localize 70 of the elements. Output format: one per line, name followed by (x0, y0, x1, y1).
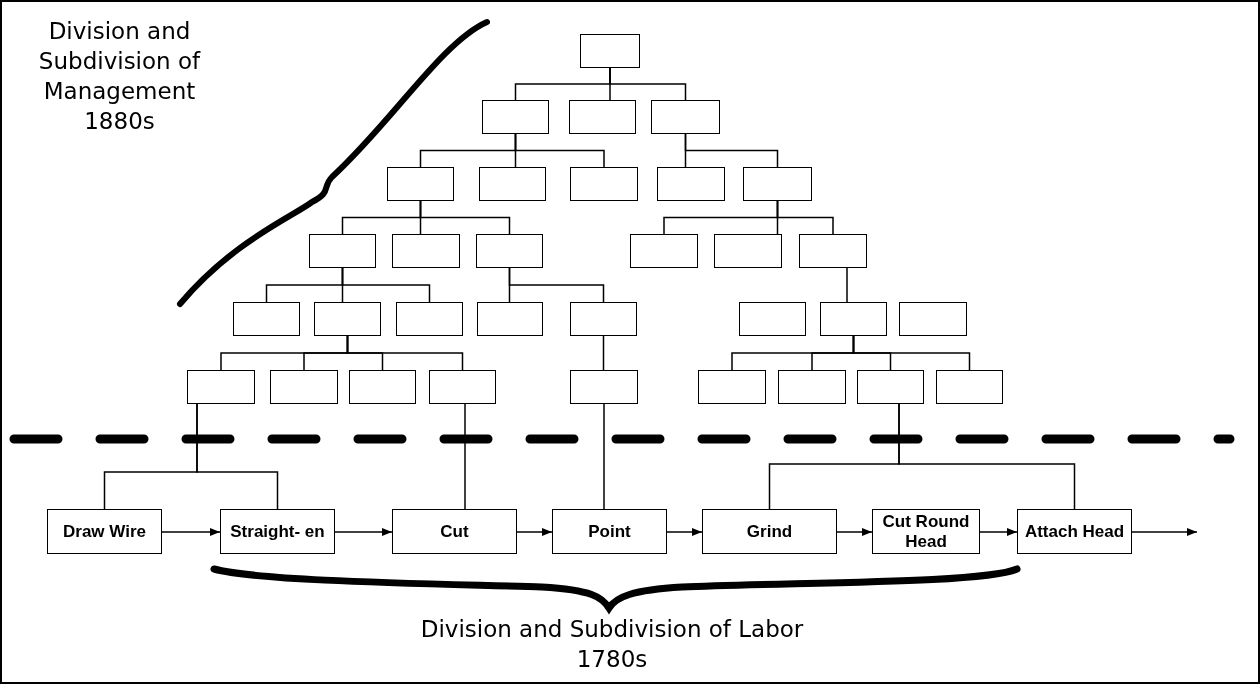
process-box (220, 509, 335, 554)
process-box (702, 509, 837, 554)
step-label: Grind (746, 521, 793, 542)
org-chart-box (651, 100, 720, 134)
org-chart-box (820, 302, 887, 336)
arrow (979, 528, 1018, 536)
process-box (872, 509, 980, 554)
org-chart-box (477, 302, 543, 336)
org-chart-box (899, 302, 967, 336)
org-chart-box (387, 167, 454, 201)
org-chart-box (936, 370, 1003, 404)
process-box (552, 509, 667, 554)
org-chart-box (314, 302, 381, 336)
connector-line (776, 200, 834, 235)
connector-line (852, 335, 971, 371)
org-chart-box (396, 302, 463, 336)
connector-line (419, 200, 511, 235)
connector-line (346, 335, 464, 371)
org-chart-box (799, 234, 867, 268)
arrow (334, 528, 393, 536)
org-chart-box (630, 234, 698, 268)
org-chart-box (309, 234, 376, 268)
org-chart-box (778, 370, 846, 404)
arrow (516, 528, 553, 536)
org-chart-box (698, 370, 766, 404)
org-chart-box (429, 370, 496, 404)
connector-line (684, 133, 779, 168)
connector-line (898, 403, 1076, 510)
step-label: Cut Round Head (881, 511, 971, 552)
arrow (161, 528, 221, 536)
step-label: Cut (440, 521, 469, 542)
org-chart-box (476, 234, 543, 268)
arrow (836, 528, 873, 536)
org-chart-box (270, 370, 338, 404)
org-chart-box (570, 302, 637, 336)
process-box (392, 509, 517, 554)
connector-line (341, 267, 431, 303)
org-chart-box (187, 370, 255, 404)
org-chart-box (739, 302, 806, 336)
connector-line (603, 403, 605, 510)
org-chart-box (570, 167, 638, 201)
bracket-caption: Division and Subdivision of Labor 1780s (419, 615, 805, 674)
step-label: Draw Wire (63, 521, 146, 542)
org-chart-box (569, 100, 636, 134)
org-chart-box (857, 370, 924, 404)
org-chart-box (657, 167, 725, 201)
connector-line (846, 267, 848, 303)
step-label: Straight- en (230, 521, 325, 542)
arrow (1131, 528, 1198, 536)
org-chart-box (392, 234, 460, 268)
connector-line (602, 335, 605, 371)
org-chart-box (743, 167, 812, 201)
connector-line (196, 403, 279, 510)
org-chart-box (580, 34, 640, 68)
step-label: Attach Head (1024, 521, 1125, 542)
process-box (1017, 509, 1132, 554)
connector-line (514, 133, 605, 168)
org-chart-box (233, 302, 300, 336)
org-chart-box (482, 100, 549, 134)
process-box (47, 509, 162, 554)
connector-line (508, 267, 605, 303)
org-chart-box (349, 370, 416, 404)
org-chart-box (570, 370, 638, 404)
org-chart-box (714, 234, 782, 268)
step-label: Point (588, 521, 631, 542)
connector-line (464, 403, 466, 510)
bracket-caption: Division and Subdivision of Management 1880s (37, 17, 202, 136)
connector-line (609, 67, 687, 101)
org-chart-box (479, 167, 546, 201)
arrow (666, 528, 703, 536)
